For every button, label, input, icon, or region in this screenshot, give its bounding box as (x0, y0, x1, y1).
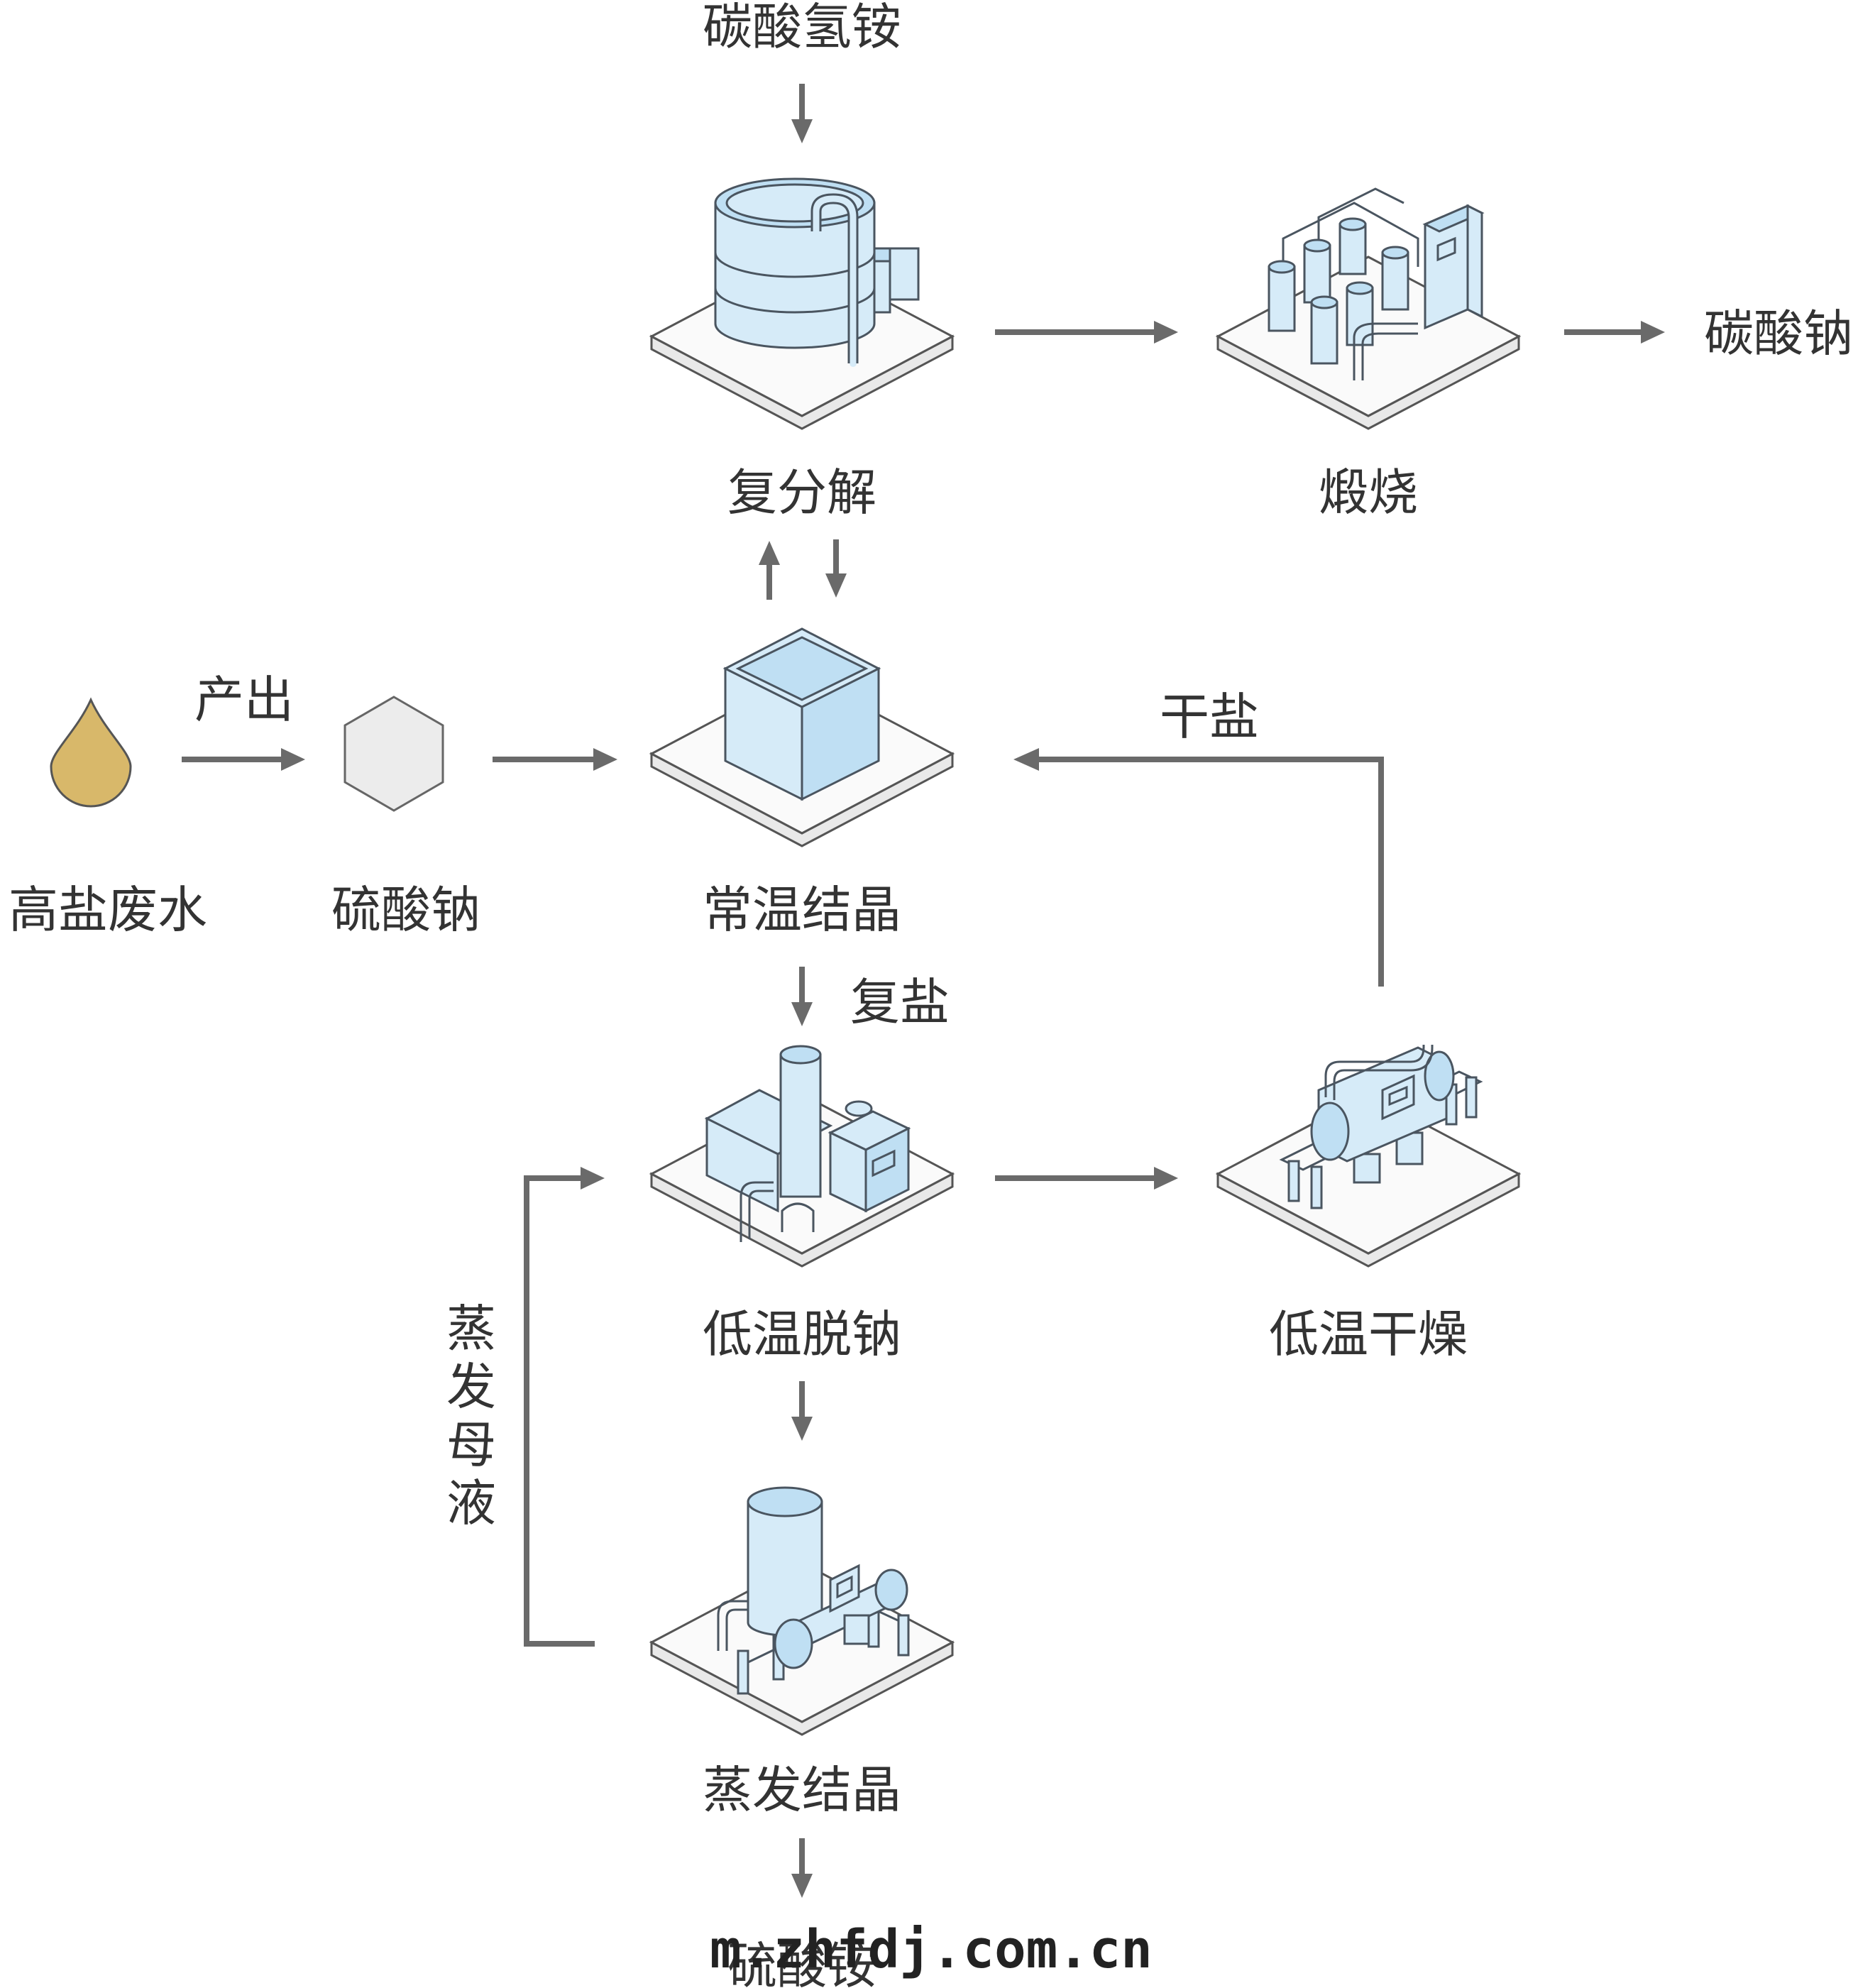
evaporator-unit-icon (650, 1486, 954, 1736)
hexagon-icon (343, 696, 444, 812)
label-ammonium-sulfate: 硫酸铵 (727, 1937, 876, 1988)
label-sodium-carbonate: 碳酸钠 (1704, 304, 1853, 363)
arrow-double-salt (791, 967, 813, 1026)
arrow-to-evaporation (791, 1381, 813, 1441)
label-calcination: 煅烧 (1319, 463, 1418, 522)
label-double-salt: 复盐 (850, 973, 950, 1031)
label-evaporative-crystallization: 蒸发结晶 (703, 1761, 901, 1819)
desodium-unit-icon (650, 1045, 954, 1268)
arrow-up-to-decomposition (759, 541, 780, 600)
arrow-mother-liquor-loop (524, 1167, 605, 1647)
arrow-to-sodium-carbonate (1564, 321, 1665, 344)
label-ammonium-bicarbonate: 碳酸氢铵 (703, 0, 901, 56)
calciner-icon (1216, 187, 1520, 430)
mother-liquor-char: 母 (446, 1416, 496, 1474)
mother-liquor-char: 蒸 (446, 1300, 496, 1358)
label-room-temp-crystallization: 常温结晶 (703, 881, 901, 939)
mother-liquor-char: 液 (446, 1474, 496, 1532)
arrow-dry-salt-return (1013, 748, 1384, 987)
label-low-temp-drying: 低温干燥 (1269, 1305, 1468, 1363)
reactor-tank-icon (650, 177, 954, 430)
crystallizer-box-icon (650, 627, 954, 847)
arrow-to-drying (995, 1167, 1178, 1190)
label-low-temp-desodium: 低温脱钠 (703, 1305, 901, 1363)
arrow-to-ammonium-sulfate (791, 1838, 813, 1898)
dryer-unit-icon (1216, 1045, 1520, 1268)
label-high-salt-wastewater: 高盐废水 (9, 881, 207, 939)
flow-arrows (182, 84, 1665, 1898)
label-output: 产出 (194, 671, 294, 729)
label-dry-salt: 干盐 (1160, 688, 1259, 746)
label-sodium-sulfate: 硫酸钠 (331, 881, 480, 939)
arrow-to-calcination (995, 321, 1178, 344)
watermark: m.zhfdj.com.cn (710, 1919, 1153, 1980)
droplet-icon (50, 697, 132, 808)
arrow-to-room-temp (493, 748, 617, 771)
arrow-ammonium-bicarbonate-down (791, 84, 813, 143)
label-evaporation-mother-liquor: 蒸 发 母 液 (446, 1300, 496, 1532)
label-double-decomposition: 复分解 (727, 463, 876, 522)
mother-liquor-char: 发 (446, 1358, 496, 1416)
arrow-down-to-crystallization (825, 539, 847, 598)
arrow-output (182, 748, 305, 771)
